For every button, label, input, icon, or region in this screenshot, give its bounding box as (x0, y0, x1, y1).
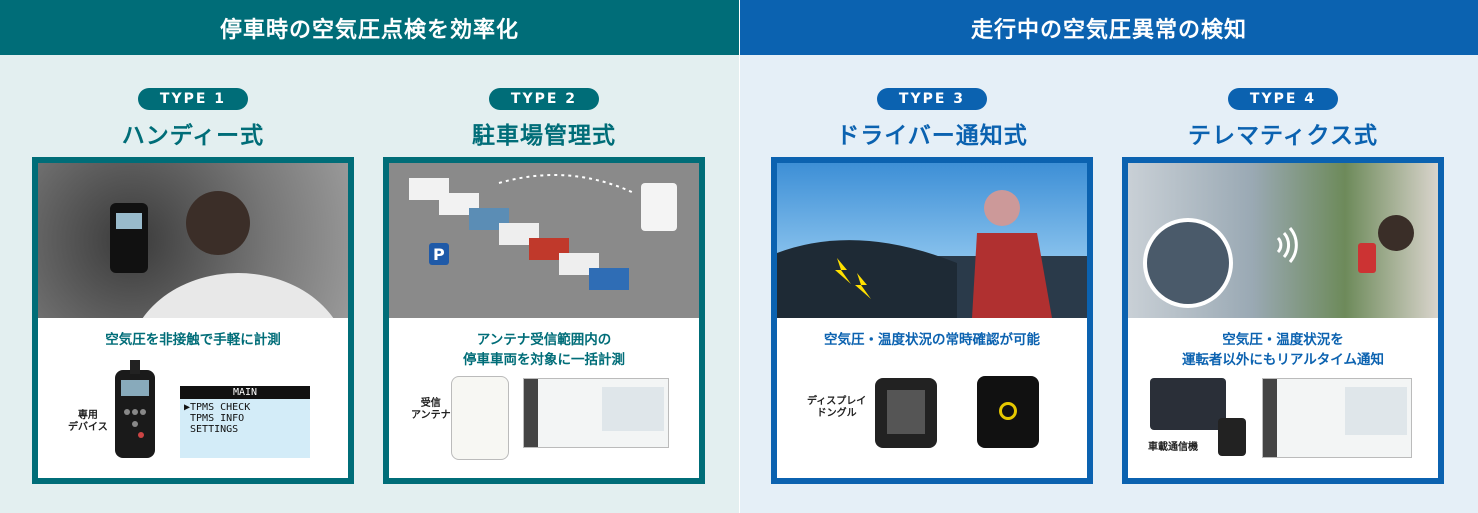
device-screen-menu: MAIN ▶TPMS CHECK TPMS INFO SETTINGS (180, 386, 310, 458)
parking-lot-illustration: P (389, 163, 699, 318)
type-caption: 空気圧・温度状況の常時確認が可能 (824, 332, 1040, 348)
type-title: 駐車場管理式 (472, 123, 616, 149)
parked-trucks-icon: P (409, 174, 677, 290)
type-caption: アンテナ受信範囲内の停車車両を対象に一括計測 (463, 332, 625, 368)
software-screenshot (523, 378, 669, 448)
software-screenshot (1262, 378, 1412, 458)
product-label: 専用デバイス (68, 410, 108, 433)
screen-header: MAIN (180, 386, 310, 399)
type-1-column: TYPE 1 ハンディー式 空気圧を非接触で手軽に計測 専用デバイス MAIN … (32, 88, 354, 484)
section-heading: 停車時の空気圧点検を効率化 (0, 0, 739, 55)
driver-cab-illustration (777, 163, 1087, 318)
type-badge: TYPE 4 (1227, 88, 1339, 110)
product-area: ディスプレイドングル (777, 368, 1087, 468)
telematics-unit-icon (1150, 378, 1226, 430)
type-3-column: TYPE 3 ドライバー通知式 空気圧・温度状況の常時確認が可能 ディスプレイド… (771, 88, 1093, 484)
wireless-notification-icon (1143, 215, 1414, 308)
menu-item: SETTINGS (184, 424, 239, 435)
type-caption: 空気圧を非接触で手軽に計測 (105, 332, 281, 348)
product-area: 専用デバイス MAIN ▶TPMS CHECK TPMS INFO SETTIN… (38, 360, 348, 468)
type-badge: TYPE 2 (488, 88, 600, 110)
svg-text:P: P (433, 245, 445, 264)
type-caption: 空気圧・温度状況を運転者以外にもリアルタイム通知 (1181, 332, 1385, 368)
type-card: 空気圧・温度状況の常時確認が可能 ディスプレイドングル (771, 157, 1093, 484)
product-label: 受信アンテナ (411, 398, 451, 421)
menu-item: TPMS INFO (184, 413, 245, 424)
product-label: 車載通信機 (1148, 442, 1198, 453)
dongle-icon (1218, 418, 1246, 456)
product-label: ディスプレイドングル (807, 396, 867, 419)
product-area: 受信アンテナ (389, 368, 699, 468)
section-driving: 走行中の空気圧異常の検知 TYPE 3 ドライバー通知式 空気圧・温度状況の常時… (740, 0, 1478, 513)
product-area: 車載通信機 (1128, 368, 1438, 468)
display-dongle-icon (875, 378, 937, 448)
menu-item: ▶TPMS CHECK (184, 402, 251, 413)
section-stopped: 停車時の空気圧点検を効率化 TYPE 1 ハンディー式 空気圧を非接触で手軽に計… (0, 0, 739, 513)
person-with-device-illustration (110, 191, 334, 318)
type-card: 空気圧を非接触で手軽に計測 専用デバイス MAIN ▶TPMS CHECK TP… (32, 157, 354, 484)
type-card: 空気圧・温度状況を運転者以外にもリアルタイム通知 車載通信機 (1122, 157, 1444, 484)
type-badge: TYPE 3 (876, 88, 988, 110)
antenna-icon (451, 376, 509, 460)
section-heading: 走行中の空気圧異常の検知 (740, 0, 1478, 55)
tpms-display-icon (977, 376, 1039, 448)
type-4-column: TYPE 4 テレマティクス式 空気圧・温度状況を運転者以外にもリアルタイム通知… (1122, 88, 1444, 484)
telematics-photo (1128, 163, 1438, 318)
type-badge: TYPE 1 (137, 88, 249, 110)
driver-alert-icon (777, 190, 1052, 318)
type-card: P アンテナ受信範囲内の停車車両を対象に一括計測 受信アンテナ (383, 157, 705, 484)
type-title: ハンディー式 (121, 123, 265, 149)
handheld-device-icon (115, 360, 155, 458)
type-title: テレマティクス式 (1188, 123, 1378, 149)
type-2-column: TYPE 2 駐車場管理式 P アンテナ受信範囲内の停車車両を対象に一括計測 受… (383, 88, 705, 484)
handheld-photo (38, 163, 348, 318)
type-title: ドライバー通知式 (836, 123, 1028, 149)
